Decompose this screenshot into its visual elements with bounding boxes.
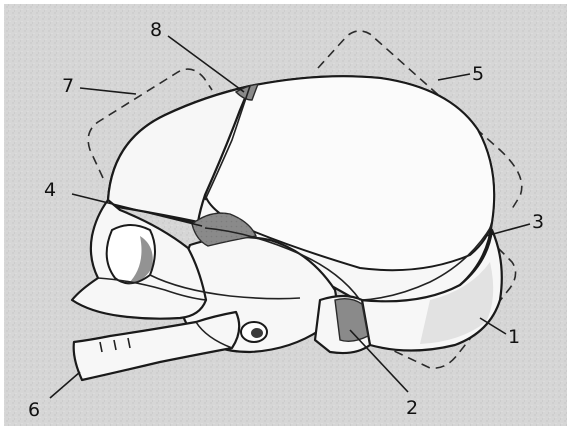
callout-label-3: 3: [532, 211, 544, 233]
callout-label-6: 6: [28, 399, 40, 421]
callout-label-7: 7: [62, 75, 74, 97]
callout-label-2: 2: [406, 397, 418, 419]
meatus-opening: [251, 328, 263, 338]
callout-label-5: 5: [472, 63, 484, 85]
callout-label-4: 4: [44, 179, 56, 201]
callout-label-1: 1: [508, 326, 520, 348]
callout-label-8: 8: [150, 19, 162, 41]
